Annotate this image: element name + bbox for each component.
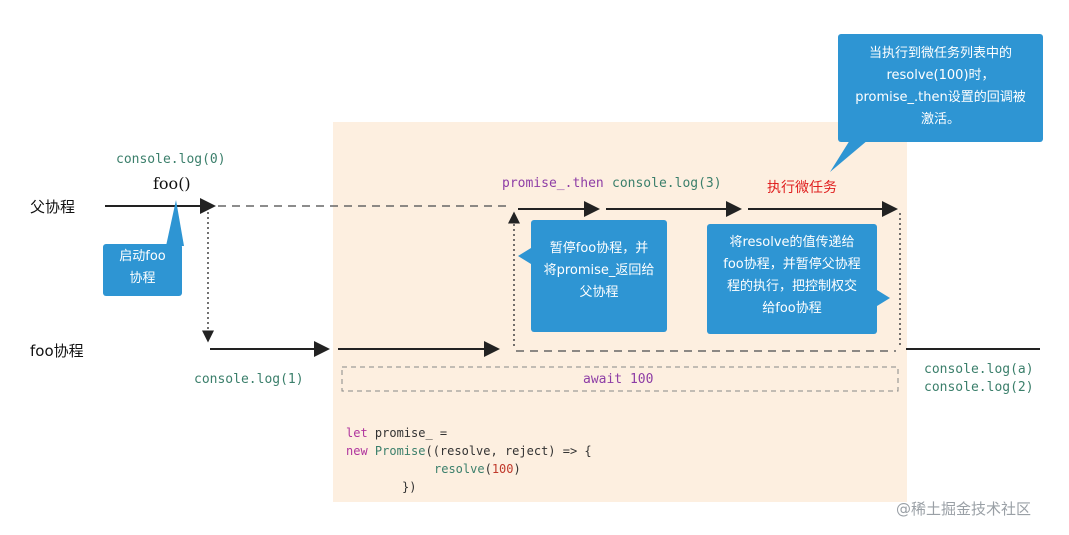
foo-coroutine-label: foo协程 (30, 342, 84, 360)
pause-foo-callout: 暂停foo协程，并 将promise_返回给 父协程 (531, 220, 667, 332)
foo-call-label: foo() (153, 174, 191, 193)
pass-pointer (877, 290, 890, 306)
exec-microtask-label: 执行微任务 (767, 180, 837, 196)
code-line-1: let promise_ = (346, 426, 448, 440)
pass-value-callout: 将resolve的值传递给 foo协程，并暂停父协程 程的执行，把控制权交 给f… (707, 224, 877, 334)
await-100-label: await 100 (583, 372, 654, 387)
console-log-3-label: console.log(3) (612, 176, 722, 191)
code-line-3: resolve(100) (434, 462, 521, 476)
parent-coroutine-label: 父协程 (30, 198, 76, 216)
microtask-pointer (830, 140, 868, 172)
start-foo-pointer (166, 200, 184, 246)
console-log-a-label: console.log(a) (924, 362, 1034, 377)
console-log-0-label: console.log(0) (116, 152, 226, 167)
promise-then-label: promise_.then (502, 176, 604, 191)
code-line-2: new Promise((resolve, reject) => { (346, 444, 592, 458)
await-box (341, 366, 899, 392)
console-log-2-label: console.log(2) (924, 380, 1034, 395)
microtask-note-callout: 当执行到微任务列表中的 resolve(100)时， promise_.then… (838, 34, 1043, 142)
console-log-1-label: console.log(1) (194, 372, 304, 387)
code-line-4: }) (402, 480, 417, 494)
pause-pointer (518, 248, 531, 264)
watermark-text: @稀土掘金技术社区 (896, 500, 1032, 518)
start-foo-callout: 启动foo 协程 (103, 244, 182, 296)
